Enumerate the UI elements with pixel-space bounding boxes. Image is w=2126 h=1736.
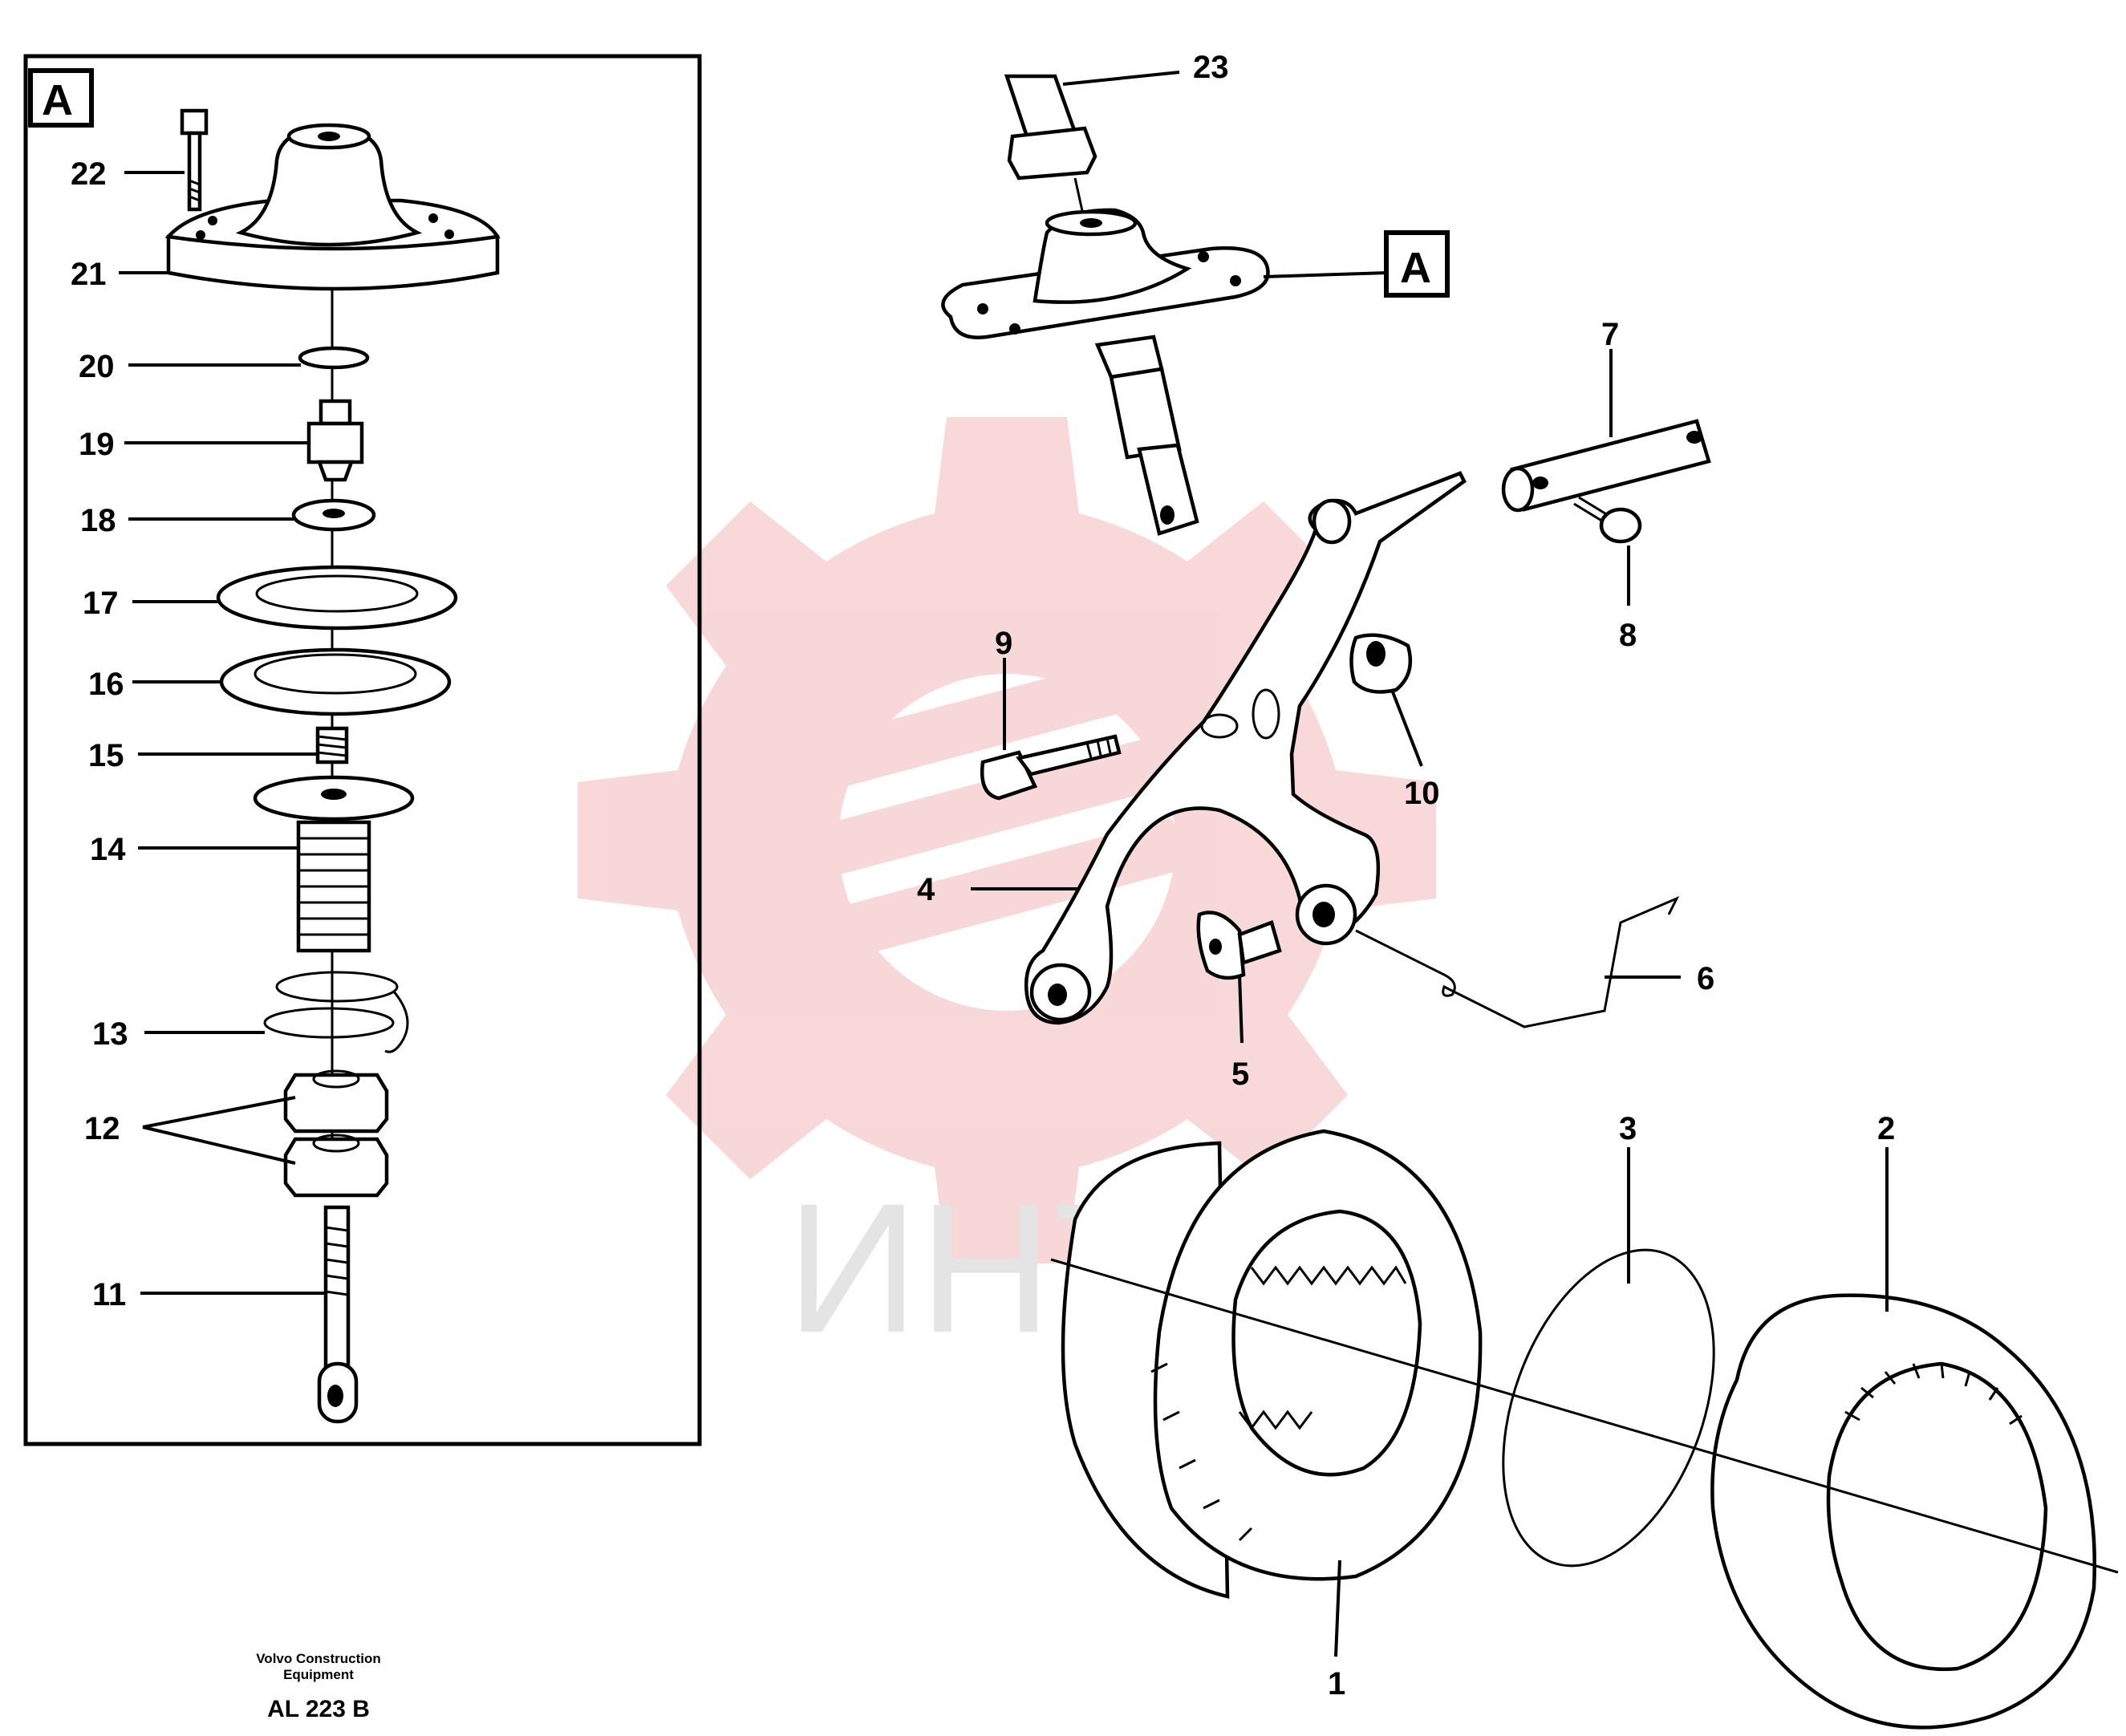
- footer-company-line2: Equipment: [283, 1667, 354, 1682]
- label-11: 11: [92, 1277, 126, 1312]
- part-23-rod: [1004, 74, 1097, 233]
- label-5: 5: [1231, 1057, 1249, 1092]
- part-16-seal: [219, 647, 452, 716]
- part-2-hub: [1710, 1293, 2096, 1730]
- part-15-spring: [315, 726, 349, 765]
- part-housing-a: [941, 208, 1270, 536]
- main-assembly: A: [941, 74, 2119, 1730]
- part-3-ring: [1502, 1248, 1715, 1568]
- label-19: 19: [79, 427, 115, 462]
- label-13: 13: [92, 1016, 128, 1052]
- label-20: 20: [79, 349, 115, 384]
- inset-a-callout: A: [42, 76, 73, 124]
- label-18: 18: [80, 503, 116, 538]
- footer: Volvo Construction Equipment AL 223 B: [256, 1651, 381, 1722]
- label-14: 14: [90, 832, 126, 867]
- label-9: 9: [995, 626, 1012, 661]
- footer-company-line1: Volvo Construction: [256, 1651, 381, 1666]
- part-11-rod-end: [317, 1205, 359, 1424]
- part-14-sleeve: [253, 775, 415, 953]
- part-19-nipple: [306, 399, 364, 482]
- part-8-bolt: [1573, 496, 1642, 544]
- part-7-shaft: [1501, 419, 1711, 513]
- main-axis-line: [1050, 1258, 2119, 1574]
- part-4-fork: [1024, 471, 1467, 1025]
- part-1-sliding-sleeve: [1061, 1129, 1483, 1599]
- label-8: 8: [1619, 618, 1637, 653]
- label-2: 2: [1877, 1111, 1895, 1146]
- label-1: 1: [1328, 1666, 1345, 1702]
- part-10-nut: [1349, 633, 1413, 694]
- part-12-nuts: [283, 1069, 389, 1198]
- label-23: 23: [1193, 50, 1229, 85]
- footer-drawing-code: AL 223 B: [267, 1696, 370, 1722]
- part-6-wire-clip: [1355, 896, 1680, 1028]
- label-15: 15: [88, 738, 124, 773]
- inset-a-panel: A: [23, 54, 702, 1446]
- part-22-bolt: [180, 108, 209, 212]
- part-18-washer: [291, 498, 376, 532]
- label-3: 3: [1619, 1111, 1637, 1146]
- label-21: 21: [71, 257, 107, 292]
- label-17: 17: [83, 586, 119, 621]
- part-17-plate: [216, 565, 458, 631]
- part-labels: 22 21 20 19 18 17 16 15 14 13 12 11 23 7…: [71, 50, 1895, 1702]
- part-20-o-ring: [298, 346, 370, 370]
- label-4: 4: [917, 872, 935, 907]
- part-9-bolt: [980, 734, 1122, 801]
- label-7: 7: [1601, 317, 1619, 352]
- part-5-pin: [1196, 911, 1282, 980]
- label-16: 16: [88, 667, 124, 702]
- part-13-coil-spring: [263, 971, 409, 1053]
- label-12: 12: [84, 1111, 120, 1146]
- main-a-callout: A: [1400, 244, 1431, 292]
- part-21-housing: [164, 123, 501, 291]
- label-22: 22: [71, 156, 107, 192]
- inset-leaders: [119, 171, 326, 1295]
- label-6: 6: [1697, 961, 1714, 996]
- main-leaders: [971, 71, 1889, 1657]
- label-10: 10: [1404, 776, 1440, 811]
